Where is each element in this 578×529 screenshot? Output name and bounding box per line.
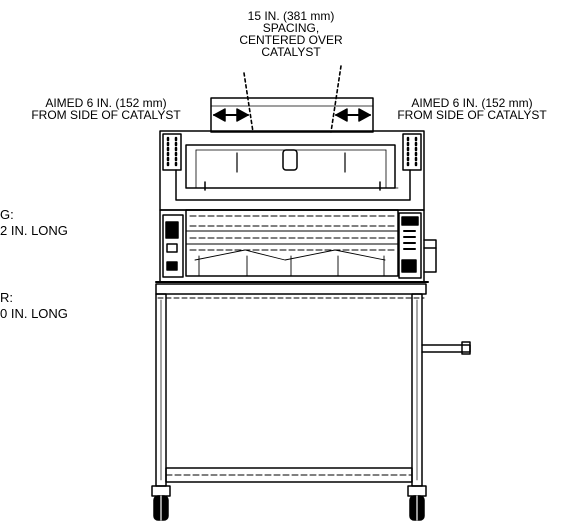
- side-upper-line-1: G:: [0, 207, 14, 222]
- spacing-line-4: CATALYST: [261, 45, 321, 59]
- aim-arrow-left: [213, 108, 249, 122]
- aim-left-line-2: FROM SIDE OF CATALYST: [31, 108, 181, 122]
- catalyst-housing: [210, 97, 374, 133]
- aim-right-line-2: FROM SIDE OF CATALYST: [397, 108, 547, 122]
- side-upper-line-2: 2 IN. LONG: [0, 223, 68, 238]
- spacing-line-1: 15 IN. (381 mm): [247, 9, 335, 23]
- spacing-line-2: SPACING,: [262, 21, 320, 35]
- upper-body: [159, 130, 425, 211]
- spacing-line-3: CENTERED OVER: [239, 33, 343, 47]
- side-lower-line-2: 0 IN. LONG: [0, 306, 68, 321]
- casters: [151, 485, 427, 521]
- aim-left-label: AIMED 6 IN. (152 mm) FROM SIDE OF CATALY…: [0, 97, 212, 121]
- side-upper-label: G: 2 IN. LONG: [0, 207, 68, 239]
- side-lower-label: R: 0 IN. LONG: [0, 290, 68, 322]
- aim-left-line-1: AIMED 6 IN. (152 mm): [45, 96, 167, 110]
- aim-right-label: AIMED 6 IN. (152 mm) FROM SIDE OF CATALY…: [366, 97, 578, 121]
- stand: [155, 283, 471, 487]
- middle-band: [155, 209, 437, 283]
- side-lower-line-1: R:: [0, 290, 13, 305]
- spacing-pointers: [243, 65, 342, 133]
- spacing-label: 15 IN. (381 mm) SPACING, CENTERED OVER C…: [206, 10, 376, 58]
- aim-arrow-right: [335, 108, 371, 122]
- aim-right-line-1: AIMED 6 IN. (152 mm): [411, 96, 533, 110]
